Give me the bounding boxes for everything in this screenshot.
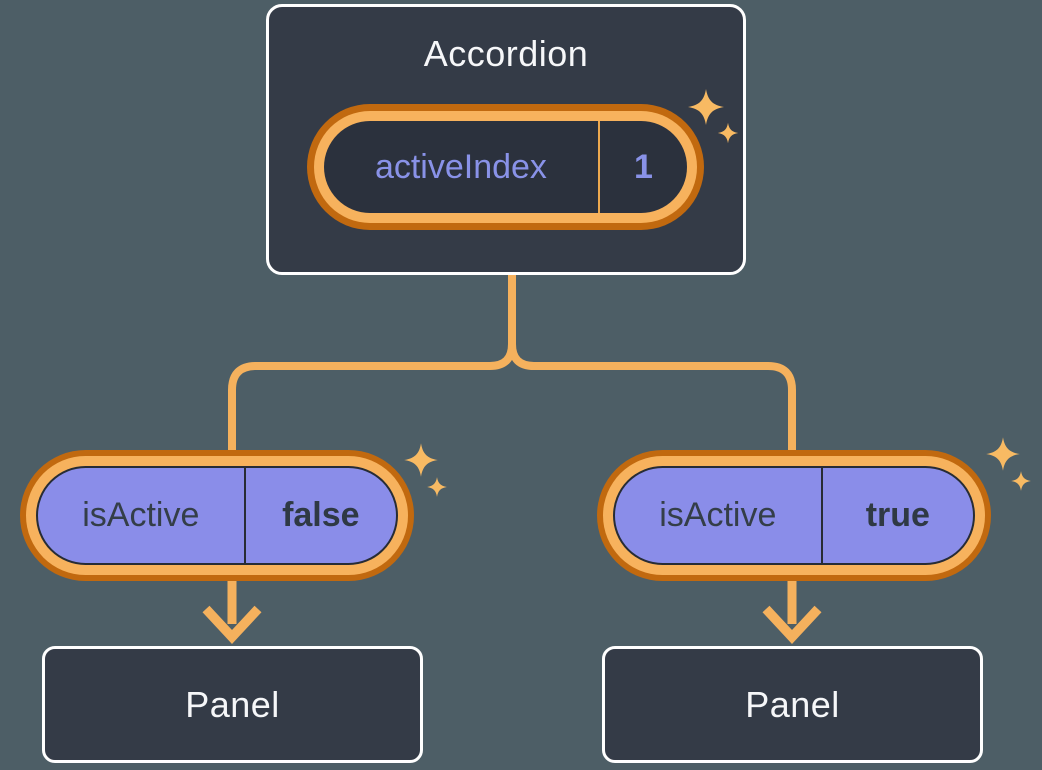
prop-pill-label: isActive <box>38 468 246 563</box>
arrow-down-icon <box>202 578 262 644</box>
state-pill-activeindex: activeIndex 1 <box>307 104 704 230</box>
prop-pill-isactive-false: isActive false <box>20 450 414 581</box>
branch-line-right <box>508 270 796 456</box>
prop-pill-label: isActive <box>615 468 823 563</box>
prop-pill-value: true <box>865 496 930 534</box>
panel-node-left: Panel <box>42 646 423 763</box>
state-pill-ring: activeIndex 1 <box>314 111 697 223</box>
prop-pill-isactive-true: isActive true <box>597 450 991 581</box>
branch-line-left <box>228 270 516 456</box>
arrow-down-icon <box>762 578 822 644</box>
prop-pill-ring: isActive true <box>603 456 985 575</box>
accordion-title: Accordion <box>423 33 589 74</box>
panel-title: Panel <box>745 683 840 725</box>
panel-title: Panel <box>185 683 280 725</box>
state-pill-label: activeIndex <box>324 121 600 213</box>
prop-pill-value: false <box>282 496 360 534</box>
state-pill-value: 1 <box>633 147 653 186</box>
prop-pill-ring: isActive false <box>26 456 408 575</box>
panel-node-right: Panel <box>602 646 983 763</box>
